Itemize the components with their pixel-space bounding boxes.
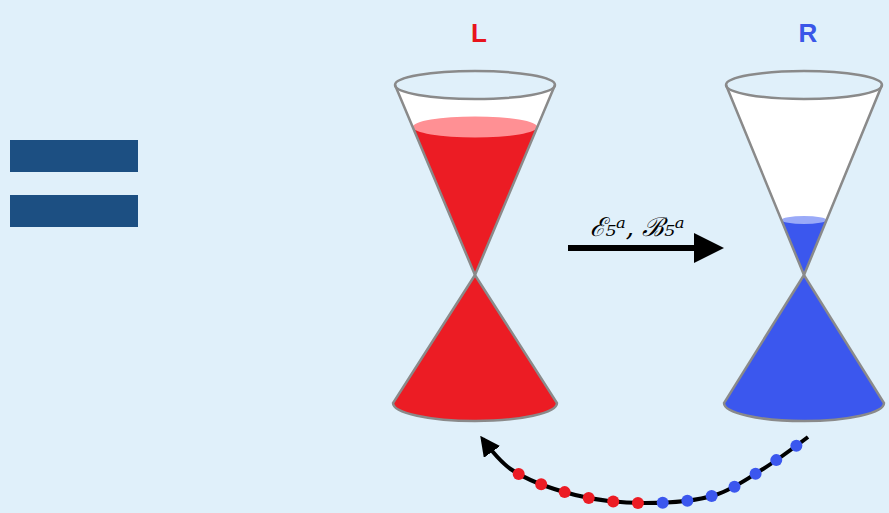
equals-bar bbox=[10, 140, 138, 172]
particle-dot bbox=[681, 495, 693, 507]
dirac-cone: L bbox=[390, 14, 568, 435]
upper-cone bbox=[395, 85, 555, 275]
cone-rim bbox=[395, 71, 555, 99]
upper-cone bbox=[726, 85, 882, 275]
cone-outline bbox=[726, 85, 882, 275]
lower-cone bbox=[724, 275, 884, 421]
particle-dot bbox=[706, 490, 718, 502]
particle-dot bbox=[559, 486, 571, 498]
particle-dot bbox=[632, 497, 644, 509]
field-arrow bbox=[568, 245, 718, 251]
cone-rim bbox=[726, 71, 882, 99]
particle-dot bbox=[607, 495, 619, 507]
cone-shape bbox=[390, 14, 560, 435]
connector-group bbox=[483, 437, 808, 509]
filled-states bbox=[413, 127, 538, 275]
filled-states bbox=[781, 220, 826, 275]
edge-label: ℰ₅ᵃ, ℬ₅ᵃ bbox=[587, 212, 688, 242]
dirac-cone: R bbox=[720, 14, 889, 435]
cone-outline bbox=[395, 85, 555, 275]
particle-dot bbox=[770, 454, 782, 466]
chirality-label: R bbox=[720, 14, 889, 48]
particle-dot bbox=[750, 468, 762, 480]
chirality-label: L bbox=[390, 14, 568, 48]
particle-dot bbox=[657, 497, 669, 509]
particle-dot bbox=[728, 481, 740, 493]
fermi-surface bbox=[781, 216, 826, 224]
cone-shape bbox=[720, 14, 888, 435]
particle-dot bbox=[513, 468, 525, 480]
equals-bar bbox=[10, 195, 138, 227]
connector-group bbox=[568, 248, 718, 249]
fermi-surface bbox=[413, 116, 538, 137]
particle-dot bbox=[790, 440, 802, 452]
particle-dot bbox=[535, 478, 547, 490]
return-flow-arrow bbox=[483, 437, 808, 503]
particle-dot bbox=[583, 492, 595, 504]
lower-cone bbox=[393, 275, 557, 421]
